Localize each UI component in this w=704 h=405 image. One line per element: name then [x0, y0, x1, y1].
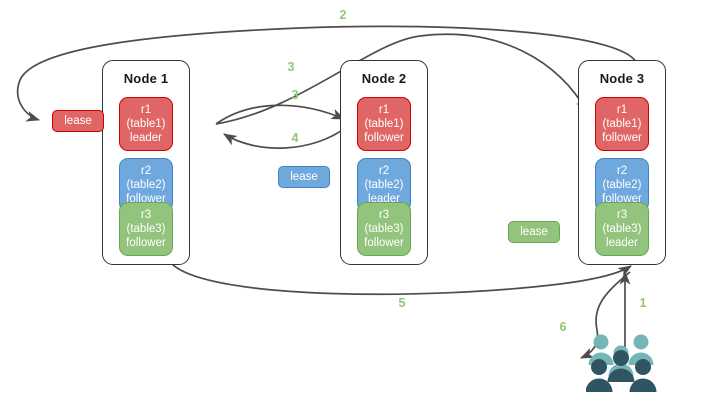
replica-name: r2 (table2) [602, 165, 642, 191]
lease-badge-table3[interactable]: lease [508, 221, 560, 243]
step-label-1: 1 [639, 296, 647, 310]
replica-r3-node3[interactable]: r3 (table3) leader [595, 202, 649, 256]
node-title: Node 2 [361, 71, 407, 86]
arrow-step-3-to-node3 [215, 33, 588, 125]
step-label-3b: 3 [291, 88, 299, 102]
node-title: Node 3 [599, 71, 645, 86]
clients-group[interactable] [585, 332, 666, 394]
step-label-6: 6 [559, 320, 567, 334]
replica-r1-node2[interactable]: r1 (table1) follower [357, 97, 411, 151]
step-label-4: 4 [291, 131, 299, 145]
step-label-2: 2 [339, 8, 347, 22]
replica-name: r3 (table3) [364, 209, 404, 235]
replica-name: r3 (table3) [602, 209, 642, 235]
node-title: Node 1 [123, 71, 169, 86]
replica-r3-node1[interactable]: r3 (table3) follower [119, 202, 173, 256]
replica-role: follower [364, 237, 404, 249]
replica-role: follower [602, 132, 642, 144]
replica-role: leader [606, 237, 638, 249]
step-label-3a: 3 [287, 60, 295, 74]
replica-name: r2 (table2) [126, 165, 166, 191]
arrow-step-2 [16, 25, 637, 122]
arrow-step-4 [223, 125, 349, 149]
arrow-step-3-to-node2 [215, 104, 345, 125]
replica-role: follower [126, 237, 166, 249]
replica-r1-node1[interactable]: r1 (table1) leader [119, 97, 173, 151]
replica-role: follower [364, 132, 404, 144]
node-card-node2[interactable]: Node 2 r1 (table1) follower r2 (table2) … [340, 60, 428, 265]
node-card-node3[interactable]: Node 3 r1 (table1) follower r2 (table2) … [578, 60, 666, 265]
replica-name: r2 (table2) [364, 165, 404, 191]
people-group-icon [585, 334, 657, 392]
node-card-node1[interactable]: Node 1 r1 (table1) leader r2 (table2) fo… [102, 60, 190, 265]
replica-r1-node3[interactable]: r1 (table1) follower [595, 97, 649, 151]
replica-r3-node2[interactable]: r3 (table3) follower [357, 202, 411, 256]
replica-name: r1 (table1) [364, 104, 404, 130]
replica-role: leader [130, 132, 162, 144]
replica-name: r1 (table1) [602, 104, 642, 130]
replica-name: r3 (table3) [126, 209, 166, 235]
step-label-5: 5 [398, 296, 406, 310]
lease-badge-table1[interactable]: lease [52, 110, 104, 132]
replica-name: r1 (table1) [126, 104, 166, 130]
lease-badge-table2[interactable]: lease [278, 166, 330, 188]
arrow-step-6 [580, 271, 631, 359]
arrow-step-5 [171, 263, 632, 296]
